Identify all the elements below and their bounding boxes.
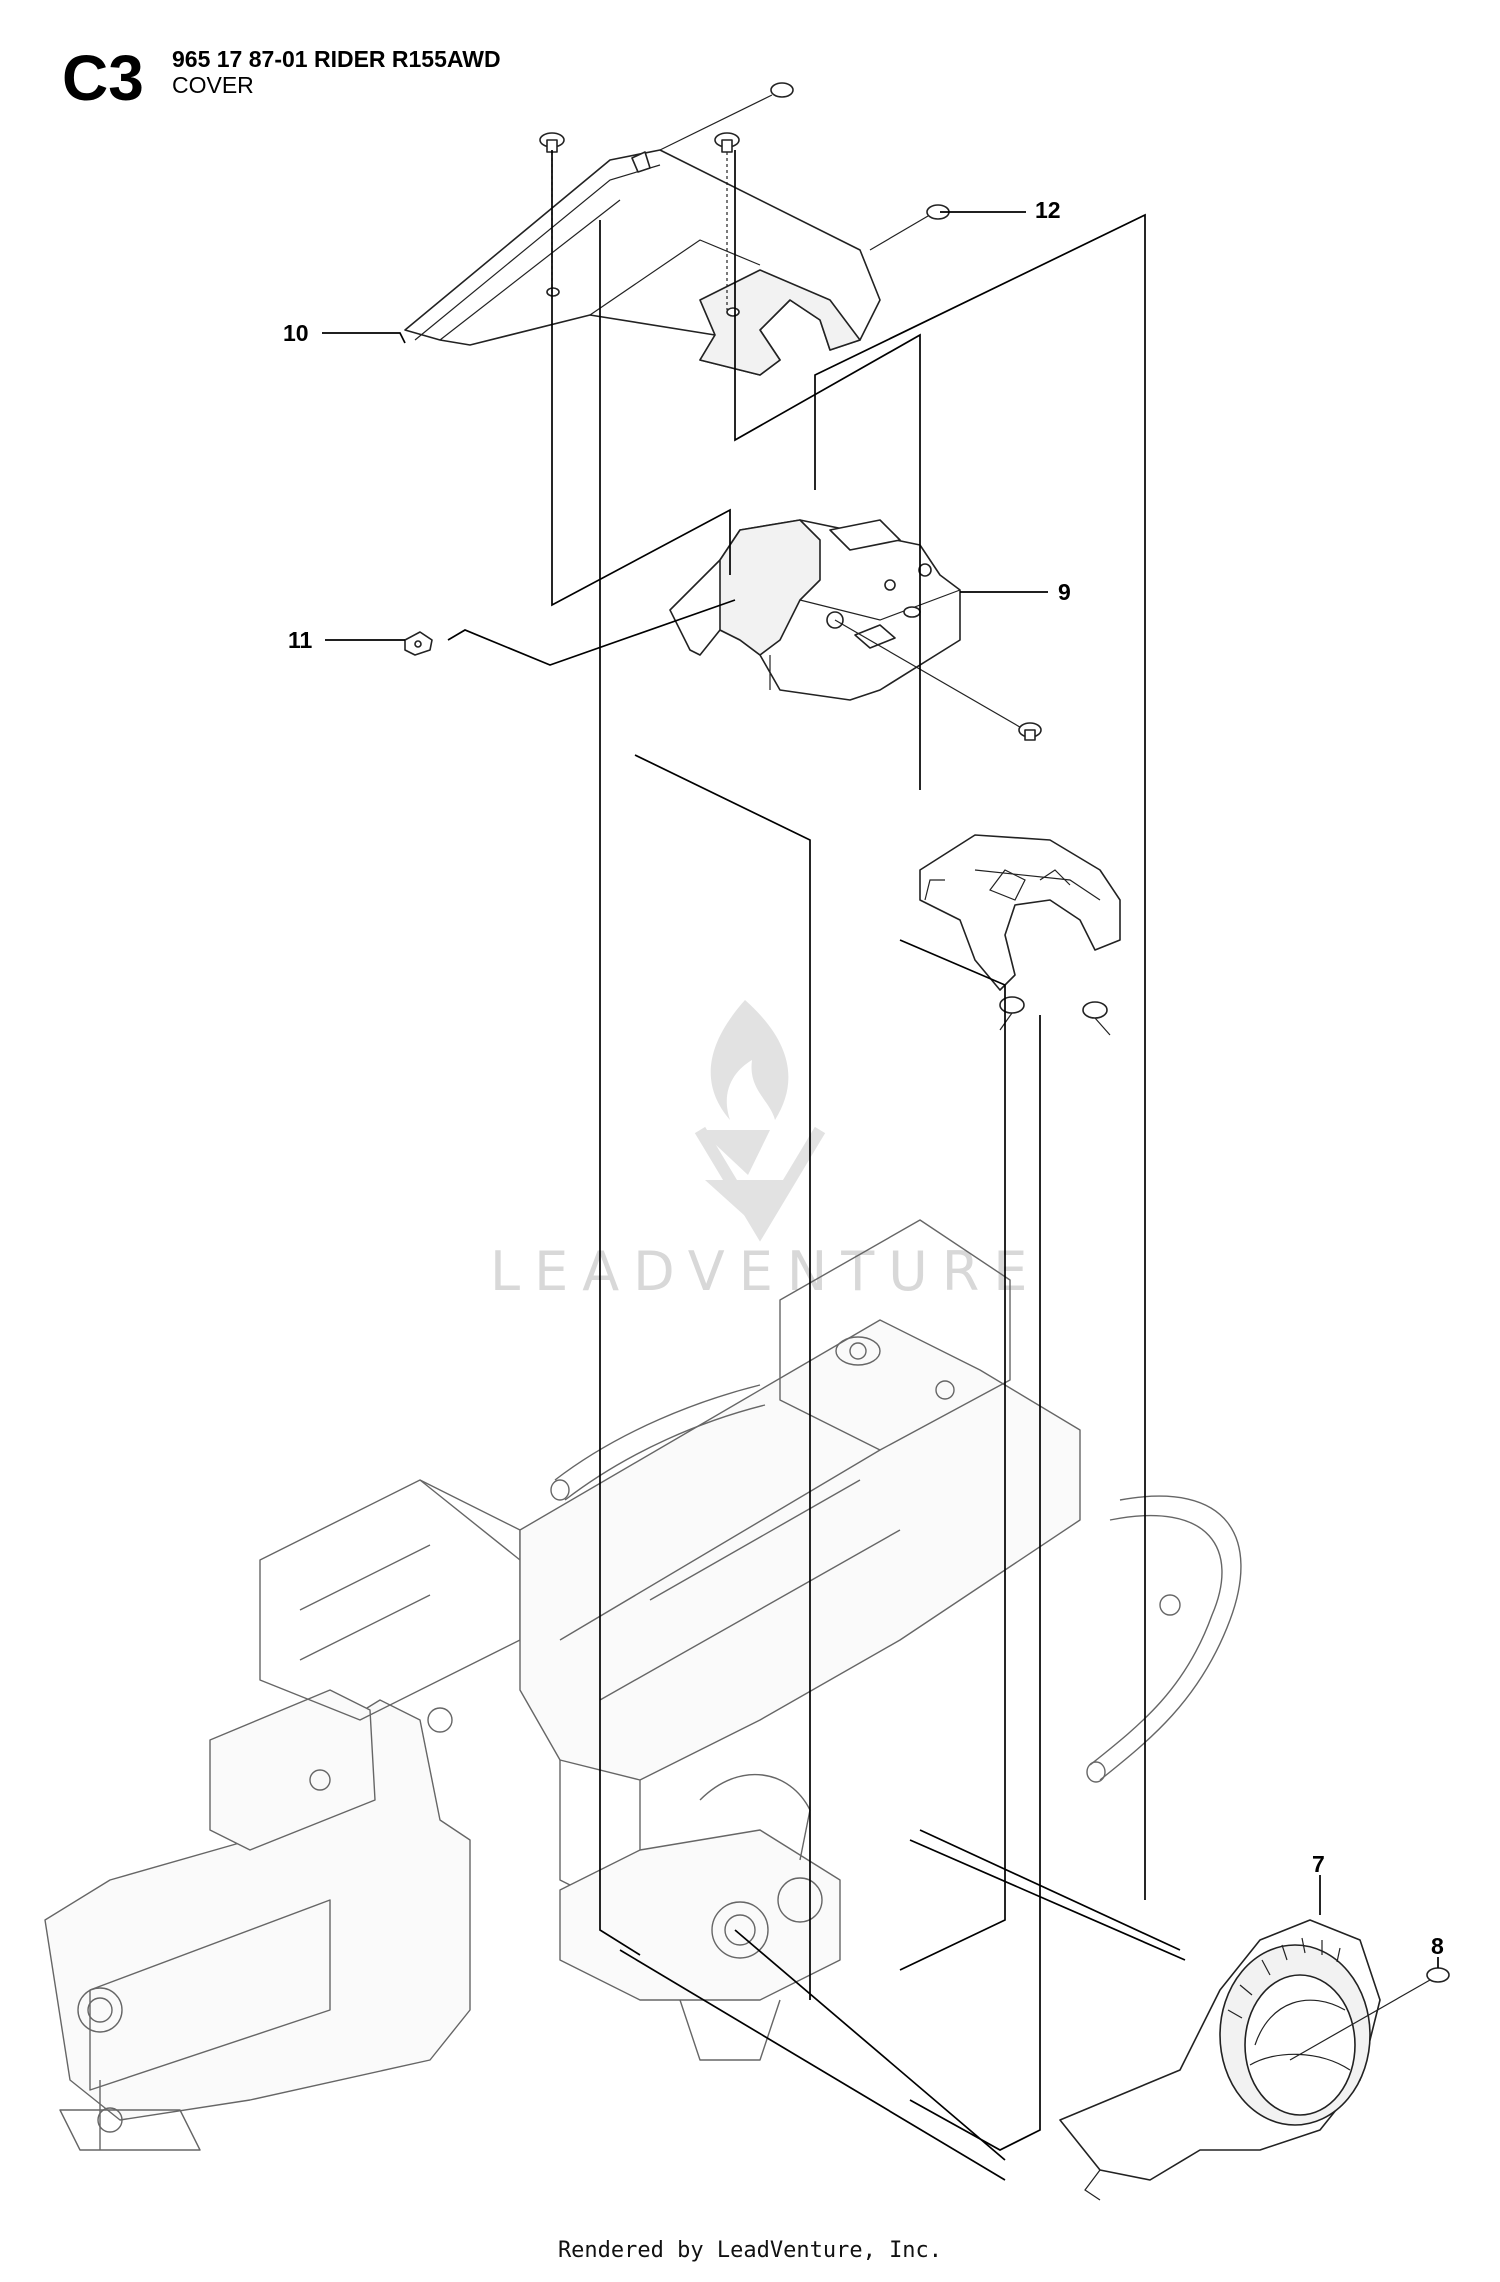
callout-9: 9: [1058, 579, 1071, 605]
part-10-upper-cover: [404, 149, 881, 376]
part-9-console-cover: [669, 519, 961, 701]
section-title: COVER: [172, 72, 254, 98]
callout-8: 8: [1431, 1933, 1444, 1959]
section-code: C3: [62, 42, 144, 114]
model-part-number: 965 17 87-01 RIDER R155AWD: [172, 46, 501, 72]
part-7-pulley-cover: [1059, 1919, 1381, 2201]
render-credit: Rendered by LeadVenture, Inc.: [557, 2238, 943, 2263]
chassis-frame: [44, 1219, 1242, 2151]
callout-11: 11: [288, 627, 313, 653]
screw-part-9: [834, 619, 1042, 741]
callout-12: 12: [1035, 197, 1061, 223]
callout-10: 10: [283, 320, 309, 346]
callouts: 10 12 9 11 7 8: [283, 197, 1444, 1959]
callout-7: 7: [1312, 1851, 1325, 1877]
part-11-clip: [404, 631, 433, 656]
shift-plate: [919, 834, 1121, 1036]
callout-leaders: [322, 211, 1439, 1968]
assembly-guide-lines: [551, 150, 1186, 2181]
